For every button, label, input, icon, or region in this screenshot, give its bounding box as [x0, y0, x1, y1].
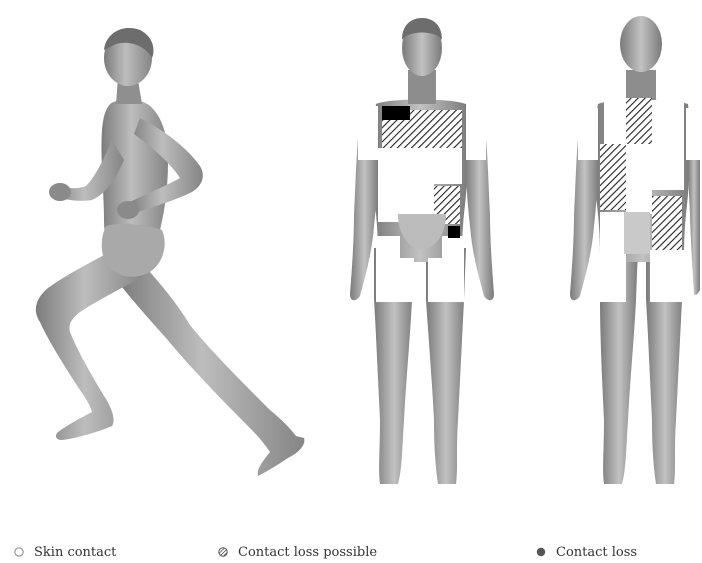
running-rear-hand [117, 201, 139, 219]
back-zone-thigh-right [650, 250, 684, 302]
back-zone-mid-back [626, 144, 652, 214]
back-zone-upper-back-right [652, 100, 684, 190]
filled-circle-icon [536, 547, 546, 557]
legend-label-contact-loss: Contact loss [556, 545, 637, 560]
back-zone-spine-hatched [626, 98, 652, 144]
front-zone-groin-black [448, 226, 460, 238]
front-zone-left-shoulder [358, 106, 378, 160]
back-zone-left-shoulder [578, 108, 598, 160]
front-zone-thigh-right [428, 258, 464, 302]
running-back-leg [118, 250, 304, 476]
back-zone-right-hip-hatched [652, 196, 682, 250]
back-zone-right-shoulder [686, 108, 700, 160]
back-zone-upper-back-left [604, 100, 626, 144]
legend-label-skin-contact: Skin contact [34, 545, 116, 560]
running-pelvis [102, 224, 165, 277]
legend-item-skin-contact: Skin contact [14, 541, 116, 563]
front-view-figure [350, 18, 494, 484]
front-zone-right-shoulder [466, 106, 486, 160]
back-zone-hip-left [600, 212, 626, 302]
front-zone-chest-black [382, 106, 410, 120]
hatched-circle-icon [218, 547, 228, 557]
legend-item-contact-loss-possible: Contact loss possible [218, 541, 377, 563]
back-zone-buttocks [624, 212, 650, 254]
front-zone-chest-lower [378, 148, 462, 184]
open-circle-icon [14, 547, 24, 557]
running-figure [36, 28, 305, 476]
legend-label-contact-loss-possible: Contact loss possible [238, 545, 377, 560]
running-front-hand [49, 183, 71, 201]
legend-item-contact-loss: Contact loss [536, 541, 637, 563]
back-head [620, 16, 662, 72]
front-zone-thigh-left [376, 258, 414, 302]
back-zone-left-back-hatched [600, 144, 626, 210]
back-view-figure [570, 16, 700, 484]
body-contact-figure [0, 0, 702, 530]
